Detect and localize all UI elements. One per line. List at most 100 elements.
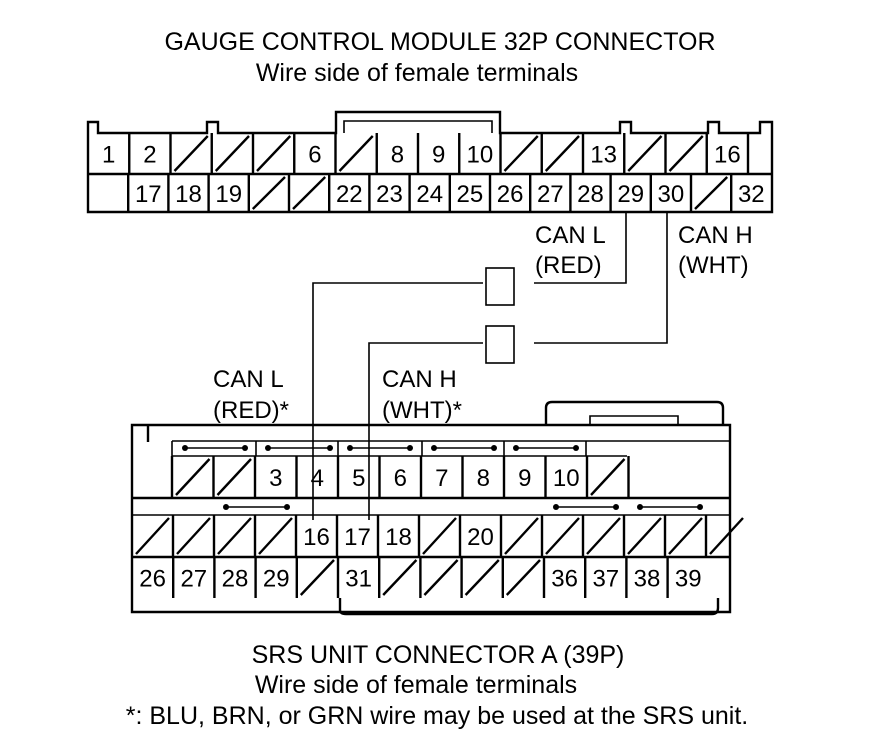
gauge-row2-pin: 27 — [537, 181, 564, 208]
srs-row2-pin: 17 — [344, 524, 371, 551]
srs-row1-pin: 8 — [477, 465, 490, 492]
can-l-gauge-label: CAN L — [535, 222, 606, 249]
srs-row3-pin: 31 — [345, 566, 372, 593]
gauge-row1-pin: 9 — [432, 142, 445, 169]
gauge-row2-pin: 19 — [215, 181, 242, 208]
can-h-gauge-label: CAN H — [678, 222, 753, 249]
srs-row3-pin: 29 — [263, 566, 290, 593]
gauge-row2-unused-cavity — [292, 176, 327, 210]
gauge-row1-unused-cavity — [668, 135, 704, 172]
can-bus-wires — [312, 212, 668, 520]
gauge-row1-grid — [128, 133, 750, 174]
gauge-connector-title: GAUGE CONTROL MODULE 32P CONNECTOR — [164, 28, 715, 56]
gauge-row1-pin: 8 — [391, 142, 404, 169]
shorting-bar-end — [553, 504, 559, 510]
gauge-row2-pin: 28 — [577, 181, 604, 208]
srs-row2-pin: 20 — [467, 524, 494, 551]
srs-row2-unused-cavity — [709, 517, 744, 555]
srs-row3-pin: 28 — [222, 566, 249, 593]
can-l-wire-gauge — [534, 212, 627, 284]
srs-row1-unused-cavity — [590, 458, 626, 496]
can-l-srs-color-label: (RED)* — [213, 397, 289, 424]
srs-row3-unused-cavity — [423, 559, 459, 596]
srs-row3-pin: 26 — [139, 566, 166, 593]
srs-row2-grid — [135, 515, 744, 557]
srs-row2-unused-cavity — [217, 517, 252, 555]
gauge-connector-outline — [86, 110, 774, 214]
srs-row2-unused-cavity — [586, 517, 621, 555]
srs-row2-unused-cavity — [504, 517, 539, 555]
gauge-row2-pin: 23 — [376, 181, 403, 208]
srs-row3-unused-cavity — [382, 559, 418, 596]
can-h-srs-label: CAN H — [382, 366, 457, 393]
gauge-row2-pin: 22 — [336, 181, 363, 208]
shorting-bar-end — [327, 445, 333, 451]
srs-row1-grid — [170, 456, 630, 498]
gauge-row1-pin: 10 — [467, 142, 494, 169]
srs-row2-unused-cavity — [627, 517, 662, 555]
gauge-row1-pin: 6 — [308, 142, 321, 169]
shorting-bar-end — [242, 445, 248, 451]
shorting-bar-end — [513, 445, 519, 451]
can-l-inline-connector — [485, 267, 515, 306]
srs-row1-pin: 3 — [269, 465, 282, 492]
can-h-inline-connector — [485, 325, 515, 364]
gauge-row2-pin: 24 — [416, 181, 443, 208]
srs-row1-pin: 9 — [518, 465, 531, 492]
srs-connector-subtitle: Wire side of female terminals — [255, 671, 577, 699]
srs-row3-unused-cavity — [299, 559, 335, 596]
gauge-row2-pin: 26 — [497, 181, 524, 208]
can-l-gauge-color-label: (RED) — [535, 252, 602, 279]
srs-row1-pin: 5 — [352, 465, 365, 492]
srs-row2-unused-cavity — [135, 517, 170, 555]
gauge-row1-unused-cavity — [503, 135, 539, 172]
gauge-row1-pin: 13 — [590, 142, 617, 169]
can-h-srs-color-label: (WHT)* — [382, 397, 462, 424]
gauge-row1-unused-cavity — [256, 135, 292, 172]
shorting-bar-end — [223, 504, 229, 510]
gauge-row1-pin: 1 — [102, 142, 115, 169]
shorting-bar-end — [182, 445, 188, 451]
shorting-bar-end — [637, 504, 643, 510]
gauge-row1-unused-cavity — [544, 135, 580, 172]
gauge-row1-unused-cavity — [338, 135, 374, 172]
srs-latch — [544, 400, 725, 425]
gauge-row2-grid — [126, 174, 733, 212]
gauge-row2-unused-cavity — [694, 176, 729, 210]
can-h-gauge-color-label: (WHT) — [678, 252, 749, 279]
can-h-wire-srs — [368, 342, 483, 520]
srs-row1-unused-cavity — [175, 458, 211, 496]
gauge-row2-pin: 17 — [135, 181, 162, 208]
shorting-bar-end — [613, 504, 619, 510]
srs-row3-pin: 38 — [634, 566, 661, 593]
srs-row2-unused-cavity — [545, 517, 580, 555]
gauge-row2-unused-cavity — [251, 176, 286, 210]
srs-row1-pin: 10 — [553, 465, 580, 492]
srs-connector-outline — [130, 423, 732, 614]
shorting-bar-end — [697, 504, 703, 510]
srs-row2-pin: 18 — [385, 524, 412, 551]
srs-shorting-bars — [171, 441, 703, 510]
shorting-bar-end — [573, 445, 579, 451]
srs-row3-unused-cavity — [464, 559, 500, 596]
srs-row2-unused-cavity — [258, 517, 293, 555]
shorting-bar-end — [347, 445, 353, 451]
srs-row2-unused-cavity — [176, 517, 211, 555]
gauge-row2-pin: 29 — [617, 181, 644, 208]
gauge-latch-inner — [343, 120, 493, 133]
gauge-row1-unused-cavity — [173, 135, 209, 172]
srs-row2-unused-cavity — [422, 517, 457, 555]
srs-row1-pin: 6 — [394, 465, 407, 492]
srs-row1-unused-cavity — [216, 458, 252, 496]
can-l-srs-label: CAN L — [213, 366, 284, 393]
srs-connector-title: SRS UNIT CONNECTOR A (39P) — [252, 641, 625, 669]
can-h-wire-gauge — [534, 212, 668, 344]
srs-row3-unused-cavity — [505, 559, 541, 596]
srs-connector-bottom-lock — [338, 598, 720, 616]
